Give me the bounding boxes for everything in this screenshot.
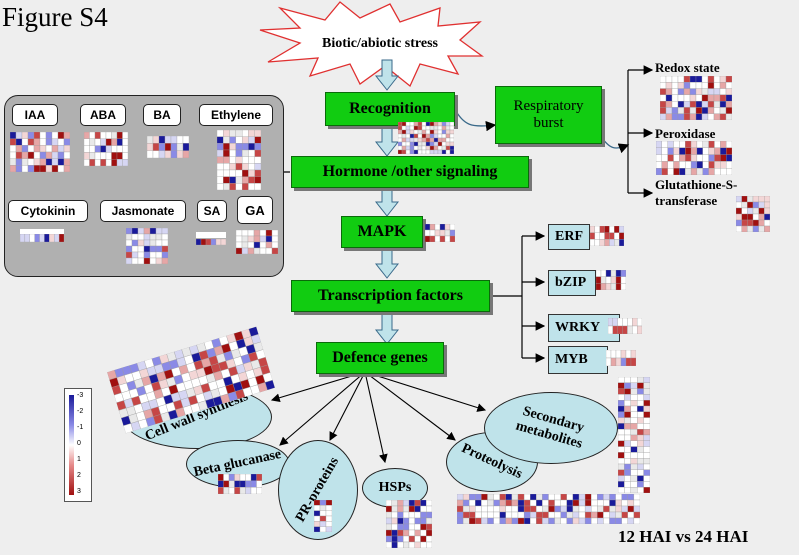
tf-myb-box: MYB: [548, 346, 608, 374]
scale-tick: -1: [77, 424, 84, 431]
scale-tick: 3: [77, 488, 81, 495]
heatmap-cell-wall: [106, 326, 276, 434]
heatmap-aba: [83, 131, 129, 167]
heatmap-cells: [397, 121, 455, 155]
heatmap-peroxidase: [655, 140, 733, 176]
scale-tick: -2: [77, 408, 84, 415]
scale-tick: 1: [77, 456, 81, 463]
color-scale-bar: [69, 395, 74, 495]
hormone-label-iaa: IAA: [12, 104, 58, 126]
heatmap-jasmonate: [125, 227, 169, 265]
heatmap-cells: [655, 140, 733, 176]
tf-bzip-box: bZIP: [548, 270, 596, 296]
secondary-metabolites-ellipse: Secondary metabolites: [484, 392, 618, 464]
defence-rays: [270, 371, 487, 464]
hormone-label-cytokinin: Cytokinin: [8, 200, 88, 222]
heatmap-cells: [659, 75, 733, 121]
comparison-label: 12 HAI vs 24 HAI: [618, 527, 749, 546]
heatmap-cytokinin: [19, 229, 65, 243]
hormone-label-ba: BA: [143, 104, 181, 126]
heatmap-wrky: [607, 317, 643, 335]
heatmap-sa: [195, 232, 227, 246]
heatmap-cells: [83, 131, 129, 167]
heatmap-hsps: [385, 499, 433, 549]
defence-genes-box: Defence genes: [316, 342, 444, 374]
tf-erf-box: ERF: [548, 224, 590, 250]
heatmap-cells: [235, 229, 279, 255]
heatmap-cells: [195, 238, 227, 246]
heatmap-iaa: [9, 131, 71, 173]
heatmap-bzip: [595, 269, 627, 291]
figure-label: Figure S4: [2, 2, 108, 32]
heatmap-erf: [589, 225, 625, 247]
heatmap-mapk: [424, 223, 456, 243]
mapk-box: MAPK: [341, 216, 423, 248]
heatmap-cells: [456, 493, 641, 525]
hormone-signaling-box: Hormone /other signaling: [291, 156, 529, 188]
color-scale-legend: -3 -2 -1 0 1 2 3: [64, 388, 92, 502]
heatmap-cells: [607, 317, 643, 335]
heatmap-cells: [125, 227, 169, 265]
heatmap-cells: [217, 473, 263, 495]
hormone-label-ethylene: Ethylene: [199, 104, 273, 126]
heatmap-cells: [735, 195, 771, 233]
heatmap-cells: [9, 131, 71, 173]
hsps-label: HSPs: [378, 479, 412, 495]
scale-tick: 2: [77, 472, 81, 479]
scale-tick: 0: [77, 440, 81, 447]
heatmap-redox-state: [659, 75, 733, 121]
stress-label: Biotic/abiotic stress: [321, 36, 438, 51]
heatmap-cells: [605, 349, 637, 367]
heatmap-cells: [19, 233, 65, 243]
heatmap-gst: [735, 195, 771, 233]
peroxidase-label: Peroxidase: [655, 126, 716, 141]
redox-state-label: Redox state: [655, 60, 720, 75]
recognition-box: Recognition: [325, 92, 455, 126]
heatmap-cells: [595, 269, 627, 291]
heatmap-pr-proteins: [313, 499, 333, 533]
transcription-factors-box: Transcription factors: [291, 280, 490, 312]
heatmap-cells: [424, 223, 456, 243]
main-flow-arrows: [374, 59, 400, 345]
respiratory-burst-box: Respiratory burst: [495, 86, 602, 144]
heatmap-cells: [146, 135, 190, 159]
hormone-label-sa: SA: [197, 200, 227, 222]
heatmap-cells: [106, 326, 276, 434]
heatmap-cells: [589, 225, 625, 247]
heatmap-recognition: [397, 121, 455, 155]
heatmap-cells: [216, 129, 262, 191]
hormone-label-jasmonate: Jasmonate: [100, 200, 186, 222]
scale-tick: -3: [77, 392, 84, 399]
heatmap-cells: [313, 499, 333, 533]
gst-label: Glutathione-S-transferase: [655, 177, 738, 208]
heatmap-ethylene: [216, 129, 262, 191]
secondary-metabolites-label: Secondary metabolites: [513, 403, 586, 452]
stress-burst-shape: [259, 1, 484, 88]
heatmap-beta-glucanase: [217, 473, 263, 495]
heatmap-ga: [235, 229, 279, 255]
heatmap-proteolysis: [456, 493, 641, 525]
heatmap-myb: [605, 349, 637, 367]
heatmap-cells: [385, 499, 433, 549]
heatmap-secondary-metabolites: [617, 376, 651, 494]
heatmap-ba: [146, 135, 190, 159]
hormone-label-aba: ABA: [80, 104, 126, 126]
hormone-label-ga: GA: [237, 196, 273, 224]
heatmap-cells: [617, 376, 651, 494]
